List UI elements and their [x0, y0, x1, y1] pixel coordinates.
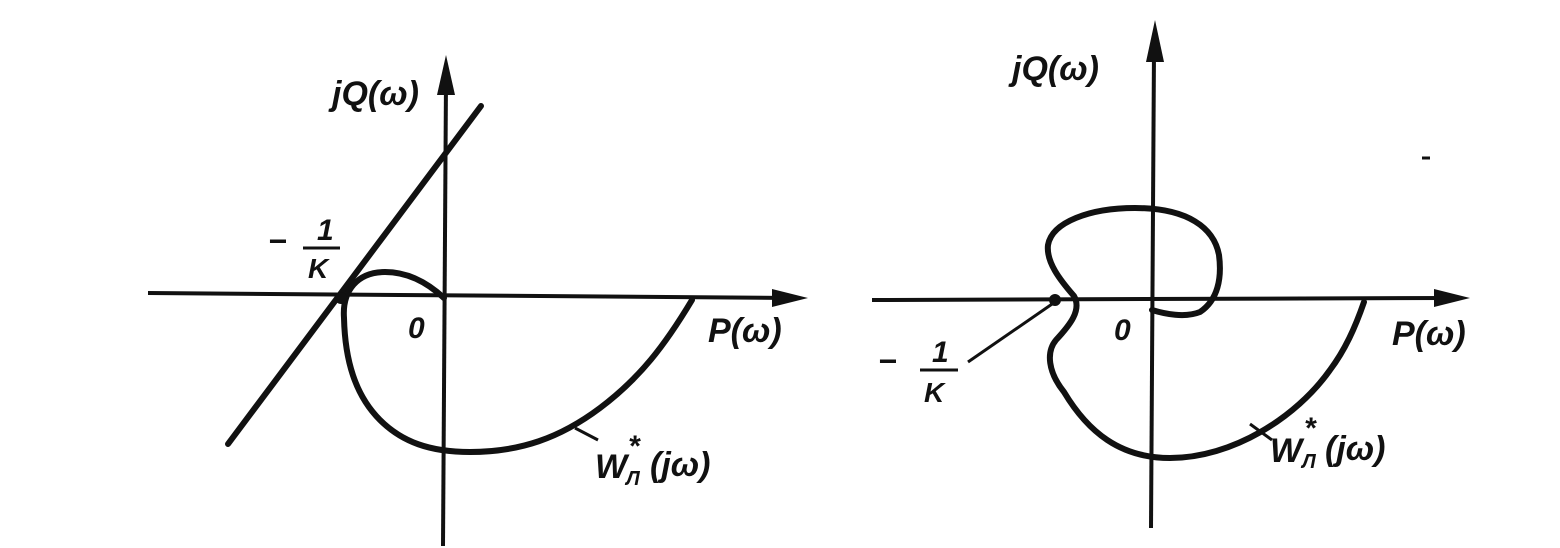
left-critical-line: [225, 103, 484, 447]
right-real-axis: [871, 296, 1451, 302]
left-real-axis: [147, 291, 791, 300]
right-point-label-leader: [967, 300, 1056, 364]
left-curve-label-sup: *: [628, 430, 641, 463]
right-point-label-num: 1: [932, 336, 949, 369]
right-diagram: jQ(ω) P(ω) 0 − 1 K W * Л (jω): [871, 20, 1470, 529]
left-y-axis-label: jQ(ω): [328, 75, 419, 113]
left-curve-label-main: W: [595, 448, 630, 486]
right-curve-label-sup: *: [1304, 412, 1317, 445]
right-point-label-sign: −: [878, 343, 897, 379]
right-curve-label-leader: [1249, 422, 1273, 442]
right-real-axis-arrow: [1434, 289, 1470, 307]
right-origin-label: 0: [1114, 314, 1131, 347]
left-nyquist-curve: [340, 269, 695, 455]
left-curve-label-arg: (jω): [650, 446, 710, 484]
right-nyquist-curve: [1044, 205, 1367, 461]
left-diagram: jQ(ω) P(ω) 0 − 1 K W * Л (jω): [147, 55, 808, 547]
left-point-label-num: 1: [317, 214, 334, 247]
left-x-axis-label: P(ω): [708, 312, 782, 350]
right-imag-axis: [1149, 49, 1156, 529]
right-curve-label-sub: Л: [1300, 451, 1317, 473]
right-curve-label-arg: (jω): [1325, 430, 1385, 468]
left-real-axis-arrow: [772, 289, 808, 307]
left-imag-axis-arrow: [437, 55, 455, 95]
right-y-axis-label: jQ(ω): [1008, 50, 1099, 88]
right-imag-axis-arrow: [1146, 20, 1164, 62]
left-origin-label: 0: [408, 312, 425, 345]
left-critical-point: [335, 292, 347, 304]
right-point-label-den: K: [924, 377, 946, 408]
left-point-label-sign: −: [268, 223, 287, 259]
right-x-axis-label: P(ω): [1392, 315, 1466, 353]
left-curve-label-sub: Л: [624, 468, 641, 490]
left-point-label-den: K: [308, 253, 330, 284]
right-curve-label-main: W: [1270, 432, 1305, 470]
left-curve-label-leader: [574, 426, 599, 442]
